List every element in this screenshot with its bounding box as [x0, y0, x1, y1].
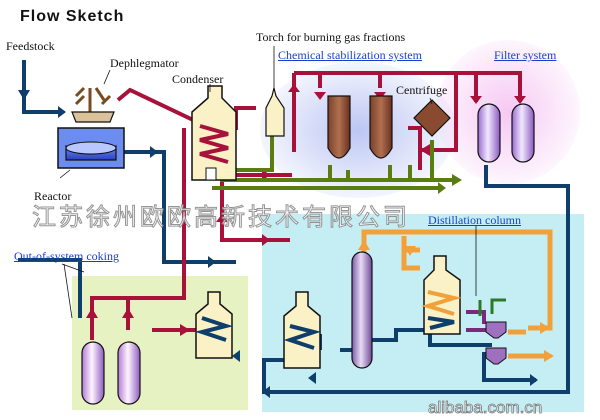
distillation-condenser-left: [283, 291, 322, 369]
label-condenser: Condenser: [172, 72, 224, 86]
label-feedstock: Feedstock: [6, 39, 55, 53]
distillation-column: [351, 251, 373, 369]
zone-chemical-stabilization: [260, 62, 456, 198]
label-out-of-system-coking: Out-of-system coking: [14, 249, 119, 263]
receiver-1: [485, 321, 507, 339]
navy-pipes: [18, 60, 570, 394]
filter-tank-2: [511, 103, 535, 163]
orange-arrowheads: [358, 240, 554, 362]
stabilization-tank-2: [369, 95, 393, 159]
watermark: 江苏徐州欧欧高新技术有限公司: [32, 203, 410, 232]
centrifuge: [413, 99, 451, 137]
coking-tank-2: [117, 341, 141, 405]
olive-arrowheads: [438, 174, 462, 194]
dephlegmator: [71, 86, 115, 123]
label-filter-system: Filter system: [494, 48, 557, 62]
green-pipes: [478, 298, 506, 316]
coking-tank-1: [81, 341, 105, 405]
label-leaders: [59, 46, 477, 319]
label-centrifuge: Centrifuge: [396, 83, 448, 97]
olive-pipes: [212, 136, 458, 190]
label-dephlegmator: Dephlegmator: [110, 56, 179, 70]
filter-tank-1: [477, 103, 501, 163]
distillation-condenser-right: [421, 255, 462, 335]
coking-condenser: [194, 291, 234, 359]
footer-watermark: alibaba.com.cn: [428, 398, 543, 418]
condenser: [191, 85, 237, 181]
label-chemical-stabilization: Chemical stabilization system: [278, 48, 422, 62]
stabilization-tank-1: [327, 95, 351, 159]
diagram-title: Flow Sketch: [20, 8, 125, 25]
label-distillation-column: Distillation column: [428, 213, 521, 227]
reactor: [57, 127, 125, 169]
label-reactor: Reactor: [34, 189, 72, 203]
zone-filter-system: [436, 40, 580, 184]
receiver-2: [485, 347, 507, 365]
navy-arrowheads: [18, 90, 538, 398]
label-torch: Torch for burning gas fractions: [256, 30, 406, 44]
